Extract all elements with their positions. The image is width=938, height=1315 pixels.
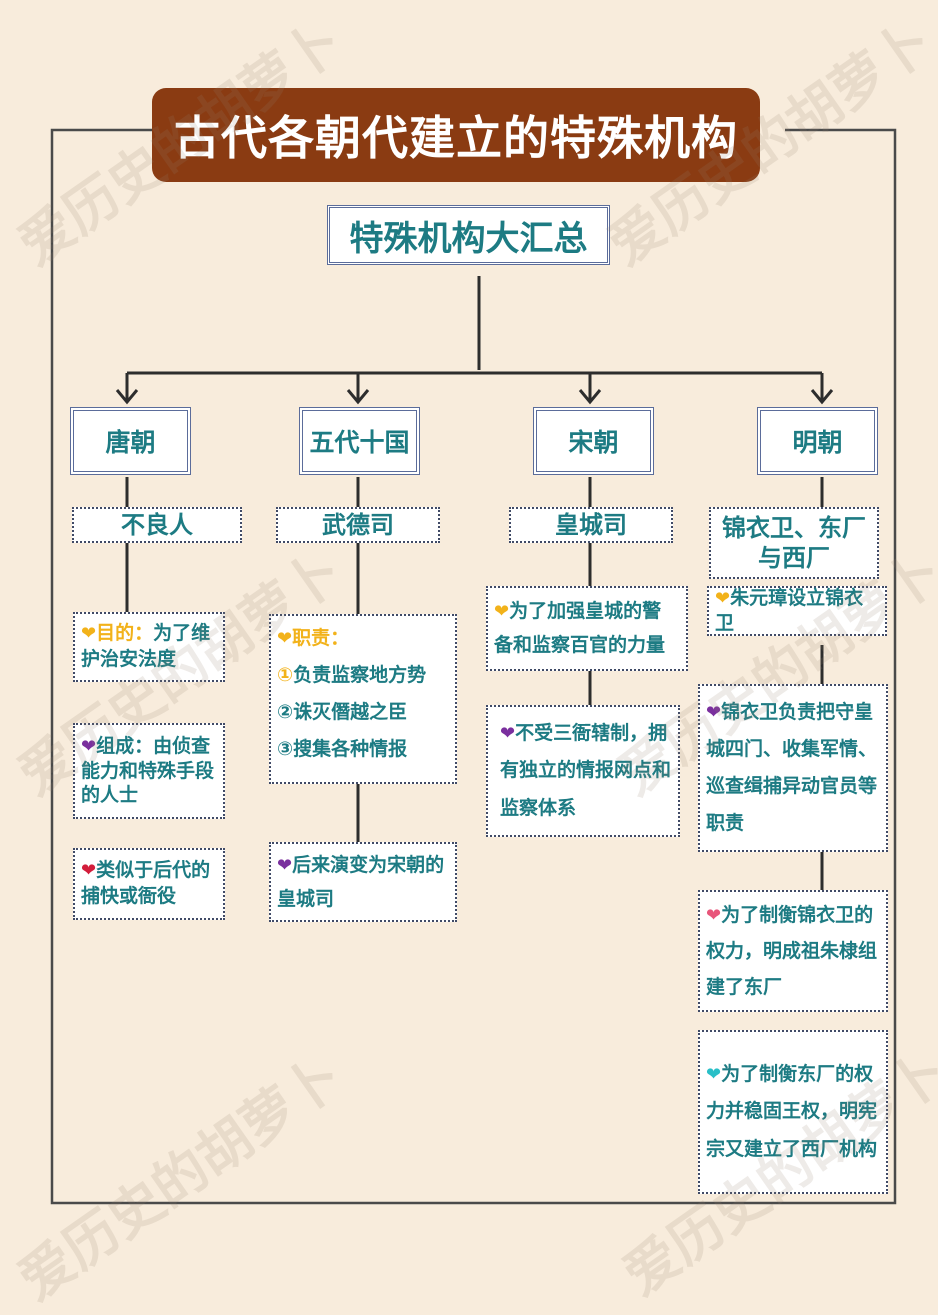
note-ming-jinyiwei-duties: ❤锦衣卫负责把守皇城四门、收集军情、巡查缉捕异动官员等职责 <box>698 684 888 852</box>
org-jinyiwei: 锦衣卫、东厂与西厂 <box>709 507 879 579</box>
heart-icon: ❤ <box>500 723 516 745</box>
dynasty-ming: 明朝 <box>757 407 878 475</box>
note-wudai-duties: ❤职责： ①负责监察地方势 ②诛灭僭越之臣 ③搜集各种情报 <box>269 614 457 784</box>
note-ming-xichang: ❤为了制衡东厂的权力并稳固王权，明宪宗又建立了西厂机构 <box>698 1030 888 1194</box>
duty-item: ③搜集各种情报 <box>277 738 408 761</box>
org-buliangren: 不良人 <box>72 507 242 543</box>
org-huangchengsi: 皇城司 <box>509 507 673 543</box>
heart-icon: ❤ <box>81 860 97 882</box>
page-title: 古代各朝代建立的特殊机构 <box>152 88 760 182</box>
note-ming-dongchang: ❤为了制衡锦衣卫的权力，明成祖朱棣组建了东厂 <box>698 890 888 1012</box>
heart-icon: ❤ <box>81 735 97 757</box>
heart-icon: ❤ <box>706 904 722 926</box>
note-tang-similar: ❤类似于后代的捕快或衙役 <box>73 848 225 920</box>
note-wudai-evolution: ❤后来演变为宋朝的皇城司 <box>269 842 457 922</box>
note-tang-purpose: ❤目的：为了维护治安法度 <box>73 612 225 682</box>
heart-icon: ❤ <box>494 601 510 623</box>
duty-item: ①负责监察地方势 <box>277 664 427 687</box>
outer-frame <box>50 128 897 1205</box>
heart-icon: ❤ <box>706 701 722 723</box>
summary-box: 特殊机构大汇总 <box>327 205 610 265</box>
dynasty-wudai: 五代十国 <box>299 407 420 475</box>
note-song-purpose: ❤为了加强皇城的警备和监察百官的力量 <box>486 586 688 671</box>
heart-icon: ❤ <box>277 628 293 649</box>
dynasty-tang: 唐朝 <box>70 407 191 475</box>
heart-icon: ❤ <box>715 588 731 610</box>
duty-item: ②诛灭僭越之臣 <box>277 701 408 724</box>
diagram-connectors <box>50 128 897 1205</box>
heart-icon: ❤ <box>706 1064 722 1086</box>
heart-icon: ❤ <box>277 854 293 876</box>
note-song-independence: ❤不受三衙辖制，拥有独立的情报网点和监察体系 <box>486 705 680 837</box>
note-ming-founding: ❤朱元璋设立锦衣卫 <box>707 586 887 636</box>
dynasty-song: 宋朝 <box>533 407 654 475</box>
org-wudesi: 武德司 <box>276 507 440 543</box>
heart-icon: ❤ <box>81 623 97 645</box>
note-tang-composition: ❤组成：由侦查能力和特殊手段的人士 <box>73 723 225 819</box>
